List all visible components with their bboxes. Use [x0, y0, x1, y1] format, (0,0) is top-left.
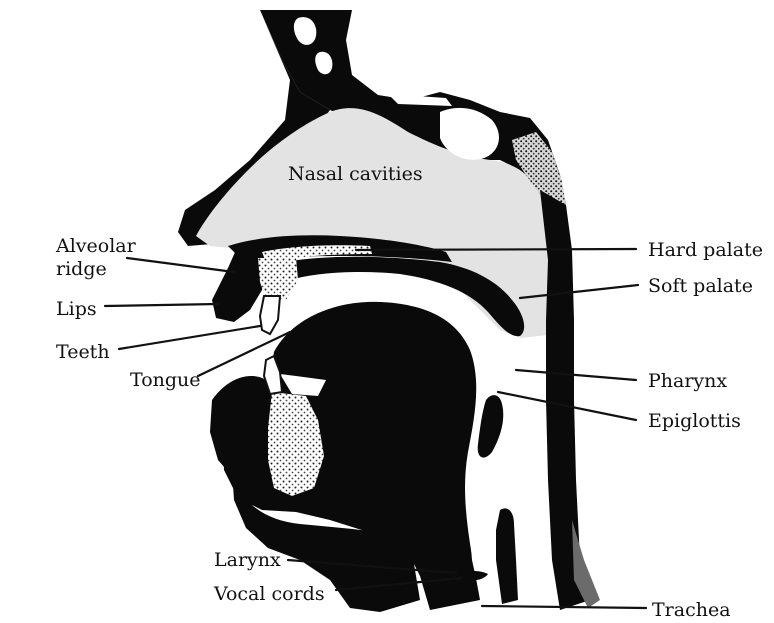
pharynx-wall — [540, 190, 590, 610]
leader-lips — [105, 304, 218, 306]
label-hard-palate: Hard palate — [648, 239, 763, 261]
label-larynx: Larynx — [214, 549, 281, 571]
label-tongue: Tongue — [130, 369, 201, 391]
leader-hard-palate — [356, 249, 636, 250]
label-alveolar-ridge-line2: ridge — [56, 258, 107, 280]
leader-teeth — [119, 326, 260, 349]
label-alveolar-ridge-line1: Alveolar — [55, 235, 137, 257]
label-epiglottis: Epiglottis — [648, 410, 741, 432]
label-lips: Lips — [56, 298, 97, 320]
label-pharynx: Pharynx — [648, 370, 727, 392]
leader-trachea — [482, 606, 646, 608]
leader-alveolar-ridge — [127, 258, 234, 272]
label-trachea: Trachea — [652, 599, 731, 621]
label-soft-palate: Soft palate — [648, 275, 753, 297]
upper-tooth — [260, 296, 280, 334]
label-teeth: Teeth — [56, 341, 110, 363]
label-vocal-cords: Vocal cords — [213, 583, 325, 605]
upper-teeth-stipple — [258, 258, 298, 300]
label-nasal-cavities: Nasal cavities — [288, 163, 423, 185]
